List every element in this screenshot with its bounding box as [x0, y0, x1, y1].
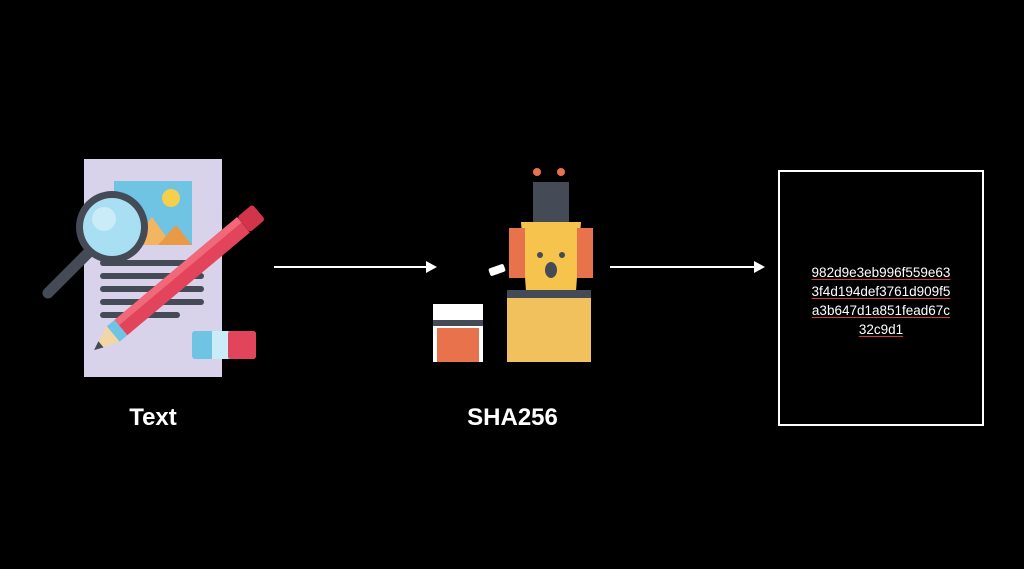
hash-line: 982d9e3eb996f559e63	[811, 265, 951, 280]
arrow-input-to-process	[274, 260, 437, 274]
hash-line: 3f4d194def3761d909f5	[811, 284, 951, 299]
hash-output-box: 982d9e3eb996f559e63 3f4d194def3761d909f5…	[778, 170, 984, 426]
hash-line: 32c9d1	[858, 322, 904, 337]
input-label: Text	[129, 404, 177, 431]
document-search-edit-icon	[42, 159, 264, 377]
blender-juicer-icon	[433, 168, 593, 362]
arrow-process-to-output	[610, 260, 765, 274]
arrowhead-icon	[426, 261, 437, 273]
hash-output-text: 982d9e3eb996f559e63 3f4d194def3761d909f5…	[780, 263, 982, 339]
arrowhead-icon	[754, 261, 765, 273]
hash-line: a3b647d1a851fead67c	[811, 303, 951, 318]
process-label: SHA256	[467, 404, 558, 431]
